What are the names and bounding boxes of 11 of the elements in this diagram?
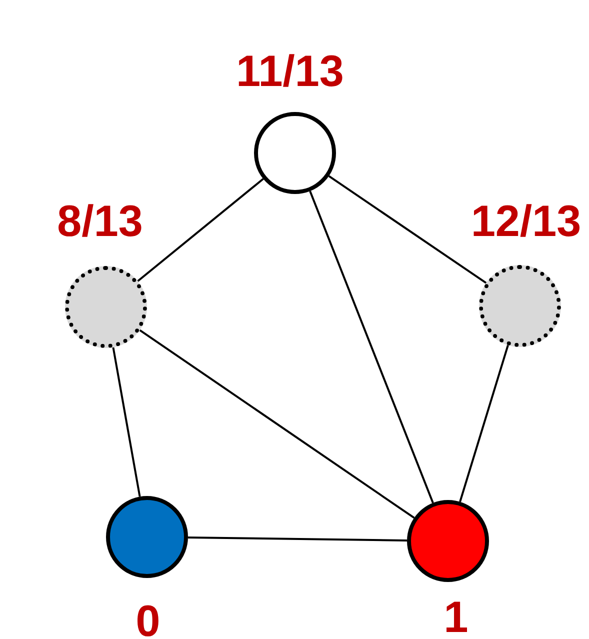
node-score-label: 1 [444,596,468,639]
connector-line [112,347,141,497]
connector-line [188,536,408,542]
node-score-label: 12/13 [470,200,582,244]
connector-line [139,329,415,519]
connector-line [137,178,264,282]
node-score-label: 8/13 [57,200,143,244]
connector-line [459,344,509,502]
node-score-label: 11/13 [236,50,344,94]
node-score-label: 0 [136,600,160,639]
connector-line [328,175,487,284]
